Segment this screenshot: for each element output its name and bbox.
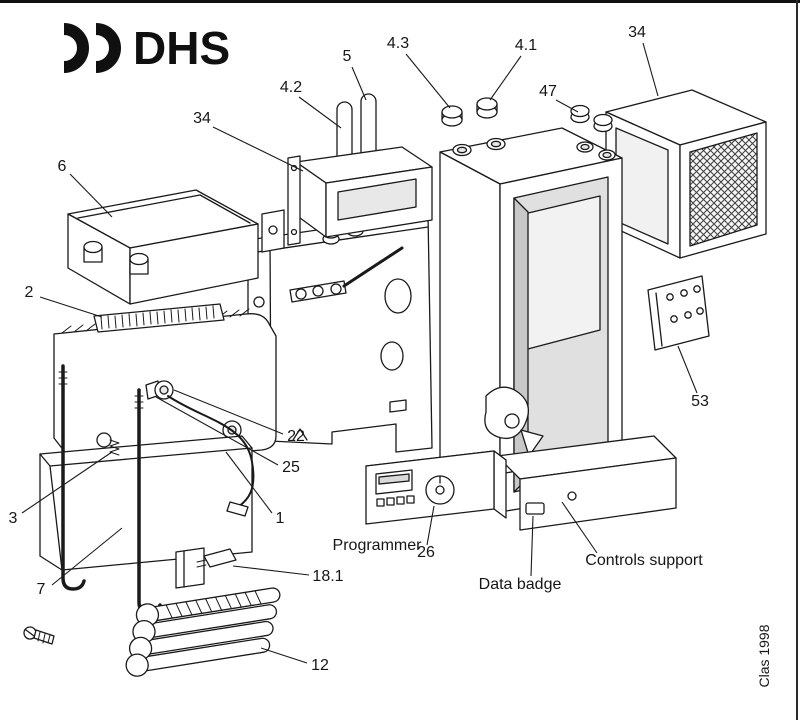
part-label-6: 6 xyxy=(57,158,67,175)
part-label-4-2: 4.2 xyxy=(279,79,303,96)
part-6-cover xyxy=(67,189,259,305)
fixing-screw xyxy=(23,626,55,645)
part-label-3: 3 xyxy=(8,510,18,527)
label-controls-support: Controls support xyxy=(585,552,703,569)
part-label-4-3: 4.3 xyxy=(386,35,410,52)
burner-door-bracket xyxy=(484,386,544,457)
leader-lines xyxy=(21,42,698,664)
dhs-logo-mark-icon xyxy=(63,23,121,73)
part-label-4-1: 4.1 xyxy=(514,37,538,54)
part-34-air-duct xyxy=(287,146,433,246)
part-label-53: 53 xyxy=(691,393,709,410)
part-label-2: 2 xyxy=(24,284,34,301)
flue-grommets xyxy=(441,97,616,161)
thermostat-phial xyxy=(109,380,255,517)
part-12-burner xyxy=(125,587,281,677)
data-badge-plate xyxy=(525,502,545,515)
part-label-7: 7 xyxy=(36,581,46,598)
label-data-badge: Data badge xyxy=(478,576,562,593)
part-label-26: 26 xyxy=(417,544,435,561)
part-34-grille-box xyxy=(597,89,767,259)
part-7-casing xyxy=(39,435,253,571)
part-label-25: 25 xyxy=(282,459,300,476)
part-label-47: 47 xyxy=(539,83,557,100)
part-label-18-1: 18.1 xyxy=(312,568,344,585)
part-label-22: 22 xyxy=(287,428,305,445)
brand-name: DHS xyxy=(133,22,231,74)
label-programmer: Programmer xyxy=(332,537,422,554)
controls-support-panel xyxy=(496,435,677,531)
part-53-bracket xyxy=(647,275,710,351)
part-2-terminal-strip xyxy=(93,303,225,333)
part-label-34-left: 34 xyxy=(193,110,211,127)
credit-text: Clas 1998 xyxy=(756,624,772,688)
part-label-12: 12 xyxy=(311,657,329,674)
part-label-1: 1 xyxy=(275,510,285,527)
part-label-34-right: 34 xyxy=(628,24,646,41)
part-18-1-clip xyxy=(175,547,237,589)
dhs-logo: DHS xyxy=(52,20,230,76)
programmer-unit xyxy=(365,450,507,525)
part-label-5: 5 xyxy=(342,48,352,65)
